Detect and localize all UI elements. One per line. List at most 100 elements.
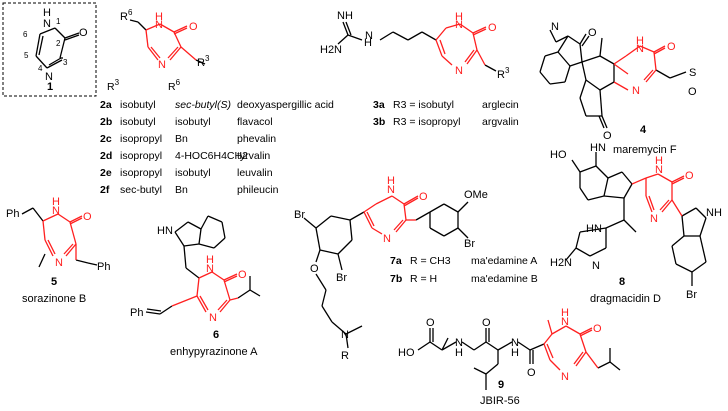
atom-N4: N <box>209 312 217 324</box>
atom-N1: N <box>455 19 463 31</box>
ring-label-4: 4 <box>38 64 43 73</box>
atom-O: O <box>426 317 435 329</box>
row-r3: isobutyl <box>120 99 156 111</box>
compound-name-6: enhypyrazinone A <box>170 346 258 358</box>
row-id: 2f <box>100 184 110 196</box>
row-id: 3a <box>373 99 385 111</box>
atom-N4: N <box>45 71 53 83</box>
row-r6: sec-butyl(S) <box>175 99 231 111</box>
row-id: 2a <box>100 99 112 111</box>
ring-label-6: 6 <box>23 30 28 39</box>
atom-N4: N <box>561 371 569 383</box>
atom-Br: Br <box>336 272 347 284</box>
compound-9: HO O H N O H N O H N O N 9 JBIR-56 <box>398 307 621 407</box>
atom-O: O <box>588 27 597 39</box>
atom-O: O <box>189 21 198 33</box>
compound-3: NH H2N H N H N O N R3 3a R3 = isobutyl a… <box>320 10 519 128</box>
atom-H: H <box>155 11 163 23</box>
row-r3: sec-butyl <box>120 184 162 196</box>
row-r3: isopropyl <box>120 167 162 179</box>
atom-O: O <box>688 86 697 98</box>
atom-N: N <box>341 329 349 341</box>
compound-name-5: sorazinone B <box>22 293 86 305</box>
row-id: 7b <box>390 273 402 285</box>
atom-H: H <box>387 175 395 187</box>
atom-O: O <box>488 22 497 34</box>
compound-number-5: 5 <box>51 276 57 288</box>
atom-H: H <box>455 11 463 23</box>
atom-N: N <box>511 337 519 349</box>
row-desc: R = H <box>410 273 437 285</box>
table-header-r6: R6 <box>168 78 181 93</box>
atom-H: H <box>561 307 569 319</box>
atom-O: O <box>238 269 247 281</box>
atom-Br: Br <box>464 238 475 250</box>
row-name: ma'edamine A <box>471 255 537 267</box>
atom-H1: H <box>43 7 51 19</box>
atom-O: O <box>79 27 88 39</box>
row-r3: isopropyl <box>120 133 162 145</box>
compound-1-scaffold: N H O N 1 2 3 4 5 6 1 <box>2 2 97 97</box>
row-r3: isopropyl <box>120 150 162 162</box>
atom-N4: N <box>55 257 63 269</box>
atom-Br: Br <box>686 289 697 301</box>
row-name: argvalin <box>482 116 519 128</box>
compound-number-9: 9 <box>498 379 504 391</box>
row-r6: 4-HOC6H4CH2 <box>175 150 248 162</box>
atom-N1: N <box>52 205 60 217</box>
atom-O: O <box>419 191 428 203</box>
compound-number-6: 6 <box>213 329 219 341</box>
row-r6: isobutyl <box>175 116 211 128</box>
atom-NH-linker: H <box>364 37 372 49</box>
compound-number-1: 1 <box>47 81 53 93</box>
ring-label-5: 5 <box>24 51 29 60</box>
atom-H: H <box>655 155 663 167</box>
atom-O: O <box>310 263 319 275</box>
atom-H: H <box>636 35 644 47</box>
compound-2-generic: R6 H N O N R3 <box>120 8 210 71</box>
ring-label-1: 1 <box>56 17 61 26</box>
row-r3: isobutyl <box>120 116 156 128</box>
compound-name-8: dragmacidin D <box>590 293 661 305</box>
atom-Br: Br <box>294 209 305 221</box>
row-name: phileucin <box>237 184 279 196</box>
row-id: 2d <box>100 150 112 162</box>
atom-NH: NH <box>337 10 353 22</box>
atom-H2N: H2N <box>320 44 342 56</box>
row-id: 2c <box>100 133 112 145</box>
atom-N: N <box>365 30 373 42</box>
row-r6: Bn <box>175 133 188 145</box>
atom-N1: N <box>206 263 214 275</box>
atom-N: N <box>632 85 640 97</box>
compound-number-4: 4 <box>640 124 647 136</box>
atom-HO: HO <box>398 347 415 359</box>
row-desc: R3 = isopropyl <box>393 116 460 128</box>
atom-N1: N <box>561 316 569 328</box>
compound-4: N O H N O N S O O 4 maremycin F <box>539 21 697 156</box>
atom-H: H <box>206 254 214 266</box>
atom-N: N <box>592 260 600 272</box>
atom-N4: N <box>383 233 391 245</box>
atom-N1: N <box>387 184 395 196</box>
row-r6: Bn <box>175 184 188 196</box>
compound-name-4: maremycin F <box>613 144 677 156</box>
atom-H: H <box>52 196 60 208</box>
ring-label-3: 3 <box>63 58 68 67</box>
atom-N: N <box>636 43 644 55</box>
atom-Ph: Ph <box>97 261 110 273</box>
atom-O: O <box>685 170 694 182</box>
row-name: tyrvalin <box>237 150 270 162</box>
atom-N: N <box>455 337 463 349</box>
atom-S: S <box>689 67 696 79</box>
atom-NH: NH <box>706 207 722 219</box>
compound-5: Ph H N O N Ph 5 sorazinone B <box>6 196 110 305</box>
compound-number-8: 8 <box>619 276 625 288</box>
atom-O: O <box>527 367 536 379</box>
compound-6: HN H N O N Ph 6 enhypyrazinone A <box>130 215 261 358</box>
row-desc: R = CH3 <box>410 255 451 267</box>
row-id: 3b <box>373 116 385 128</box>
atom-O: O <box>83 211 92 223</box>
atom-HN: HN <box>590 142 606 154</box>
atom-H: H <box>511 347 519 359</box>
row-r6: isobutyl <box>175 167 211 179</box>
